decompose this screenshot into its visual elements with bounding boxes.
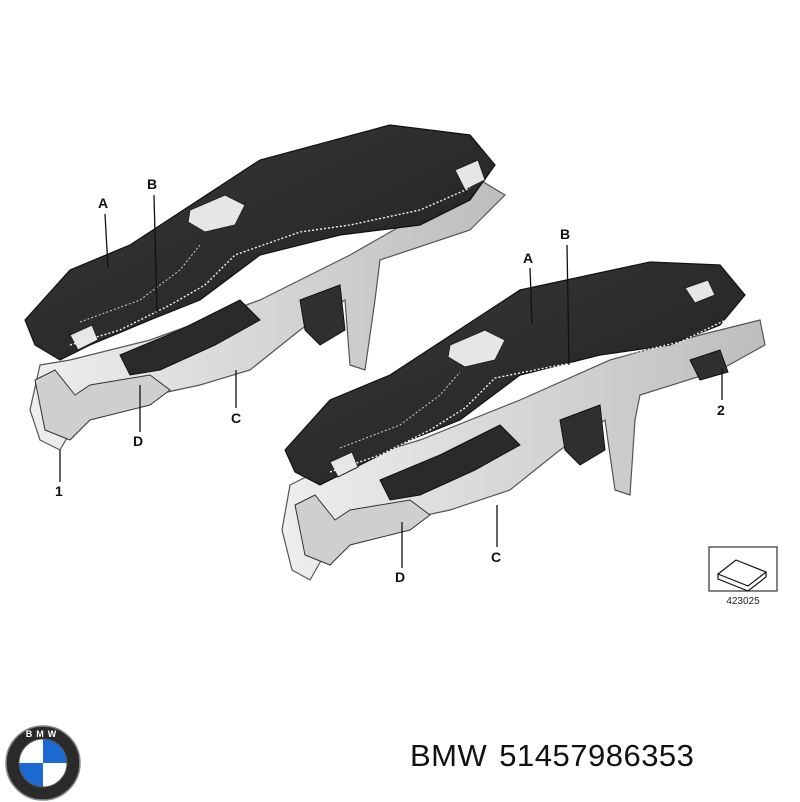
left-front-frame xyxy=(34,369,171,441)
brand-name: BMW xyxy=(410,738,488,773)
right-dashboard-assembly: A B C D 2 xyxy=(281,226,766,585)
right-callout-b: B xyxy=(560,226,570,242)
right-callout-part: 2 xyxy=(717,402,725,418)
right-stitching-2 xyxy=(339,371,461,449)
left-dashboard-assembly: A B C D 1 xyxy=(24,124,506,499)
left-callout-a: A xyxy=(98,195,108,211)
reference-symbol: 423025 xyxy=(708,546,778,607)
left-vent-opening xyxy=(187,194,246,233)
right-vent-opening xyxy=(447,329,506,368)
part-number: 51457986353 xyxy=(499,738,695,773)
left-dashboard-top xyxy=(24,124,496,361)
right-stitching xyxy=(329,317,731,473)
right-leader-a xyxy=(529,267,533,324)
left-leader-a xyxy=(104,213,109,269)
left-lower-trim xyxy=(119,299,261,376)
left-stitching-2 xyxy=(79,244,201,323)
left-callout-c: C xyxy=(231,410,241,426)
right-vent-opening-2 xyxy=(684,279,716,304)
left-vent-opening-2 xyxy=(454,159,486,191)
right-side-trim xyxy=(559,404,606,466)
right-callout-a: A xyxy=(523,250,533,266)
left-callout-part: 1 xyxy=(55,483,63,499)
right-end-bracket xyxy=(689,349,729,381)
left-side-trim xyxy=(299,284,346,346)
right-callout-d: D xyxy=(395,569,405,585)
right-corner-vent xyxy=(329,451,359,478)
right-leader-b xyxy=(566,244,570,366)
part-identifier: BMW 51457986353 xyxy=(410,738,706,774)
right-lower-trim xyxy=(379,424,521,501)
reference-number: 423025 xyxy=(726,596,760,607)
left-callout-b: B xyxy=(147,176,157,192)
left-leader-b xyxy=(153,194,158,313)
svg-text:BMW: BMW xyxy=(26,729,61,739)
right-front-frame xyxy=(294,494,431,566)
bmw-logo-icon: BMW xyxy=(5,725,81,801)
right-callout-c: C xyxy=(491,549,501,565)
left-corner-vent xyxy=(69,324,99,351)
left-callout-d: D xyxy=(133,433,143,449)
